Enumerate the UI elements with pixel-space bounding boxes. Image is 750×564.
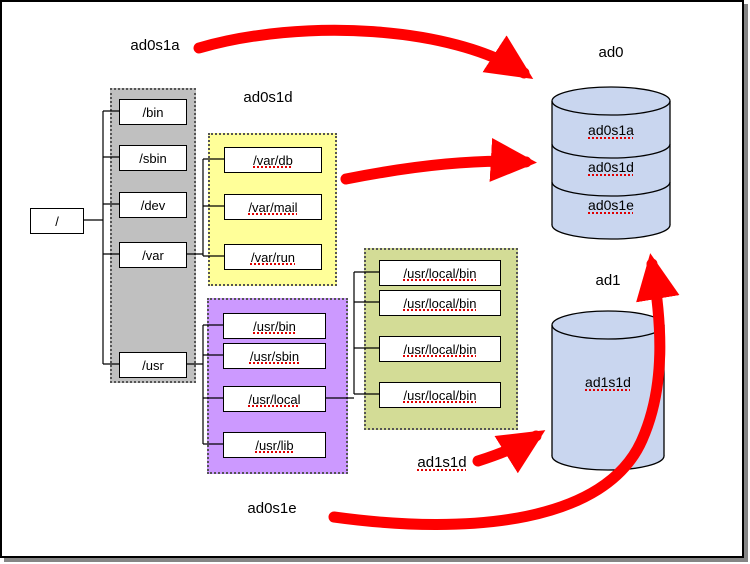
dir-box-usr-bin: /usr/bin	[223, 313, 326, 339]
dir-box-usr-sbin: /usr/sbin	[223, 343, 326, 369]
dir-box-bin: /bin	[119, 99, 187, 125]
slice-divider	[551, 181, 671, 197]
var-tree-lines	[185, 158, 224, 257]
disk-ad1-slice-ad1s1d: ad1s1d	[585, 374, 631, 390]
dir-label: /usr/local	[248, 391, 301, 407]
root-dir-box: /	[30, 208, 84, 234]
dir-label: /usr	[142, 357, 164, 373]
dir-label: /var/db	[253, 152, 293, 168]
disk-ad0-slice-ad0s1d: ad0s1d	[588, 159, 634, 175]
dir-label: /usr/local/bin	[403, 265, 477, 281]
slice-divider	[551, 143, 671, 159]
dir-label: /usr/local/bin	[403, 387, 477, 403]
dir-box-usr: /usr	[119, 352, 187, 378]
dir-label: /bin	[142, 104, 164, 120]
dir-box-usr-local-bin-2: /usr/local/bin	[379, 290, 501, 316]
dir-box-usr-local-bin-1: /usr/local/bin	[379, 260, 501, 286]
label-disk-ad0: ad0	[598, 44, 624, 61]
label-slice-ad0s1d: ad0s1d	[243, 89, 293, 106]
disk-ad0-cylinder	[551, 86, 671, 240]
dir-box-usr-lib: /usr/lib	[223, 432, 326, 458]
dir-box-usr-local-bin-3: /usr/local/bin	[379, 336, 501, 362]
dir-box-usr-local: /usr/local	[223, 386, 326, 412]
dir-box-var: /var	[119, 242, 187, 268]
disk-ad0-slice-ad0s1e: ad0s1e	[588, 197, 634, 213]
dir-label: /usr/sbin	[249, 348, 300, 364]
dir-label: /usr/lib	[255, 437, 294, 453]
dir-label: /usr/local/bin	[403, 295, 477, 311]
label-disk-ad1: ad1	[595, 272, 621, 289]
dir-label: /dev	[140, 197, 166, 213]
label-slice-ad1s1d: ad1s1d	[417, 454, 467, 471]
usr-tree-lines	[185, 324, 223, 445]
dir-label: /usr/bin	[253, 318, 296, 334]
root-tree-lines	[82, 110, 119, 365]
dir-box-var-run: /var/run	[224, 244, 322, 270]
dir-box-dev: /dev	[119, 192, 187, 218]
dir-label: /sbin	[139, 150, 167, 166]
label-slice-ad0s1a: ad0s1a	[130, 37, 180, 54]
disk-ad1-cylinder	[551, 310, 665, 471]
label-slice-ad0s1e: ad0s1e	[247, 500, 297, 517]
dir-label: /var	[142, 247, 164, 263]
dir-label: /var/mail	[248, 199, 298, 215]
dir-box-var-db: /var/db	[224, 147, 322, 173]
dir-label: /usr/local/bin	[403, 341, 477, 357]
root-dir-label: /	[55, 213, 59, 229]
usr-local-tree-lines	[324, 271, 379, 399]
dir-box-usr-local-bin-4: /usr/local/bin	[379, 382, 501, 408]
disk-ad0-slice-ad0s1a: ad0s1a	[588, 122, 634, 138]
dir-box-sbin: /sbin	[119, 145, 187, 171]
dir-label: /var/run	[250, 249, 296, 265]
dir-box-var-mail: /var/mail	[224, 194, 322, 220]
group-ad0s1a-root-dirs	[110, 88, 196, 383]
